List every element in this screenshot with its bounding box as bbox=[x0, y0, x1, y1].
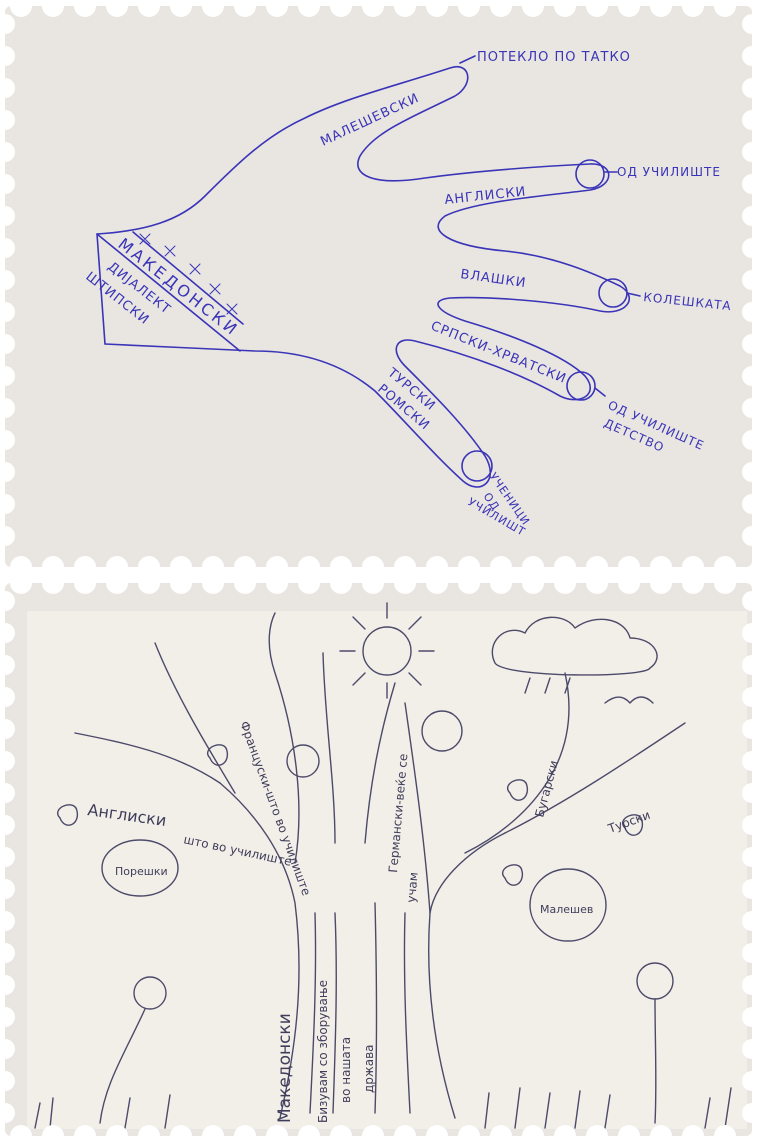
hand-drawing: МАКЕДОНСКИ ДИЈАЛЕКТ ШТИПСКИ МАЛЕШЕВСКИ П… bbox=[5, 6, 752, 567]
trunk-note-2: во нашата bbox=[339, 1037, 353, 1103]
trunk-note-3: држава bbox=[362, 1044, 376, 1093]
flower-right-stem bbox=[655, 999, 656, 1123]
hand-drawing-panel: МАКЕДОНСКИ ДИЈАЛЕКТ ШТИПСКИ МАЛЕШЕВСКИ П… bbox=[5, 6, 752, 567]
finger-3-source: КОЛЕШКАТА bbox=[643, 290, 733, 313]
trunk-note-1: Бизувам со зборување bbox=[316, 980, 330, 1123]
tree-drawing-panel: Македонски Бизувам со зборување во нашат… bbox=[5, 583, 752, 1136]
pointer-1 bbox=[460, 56, 475, 63]
tree-drawing: Македонски Бизувам со зборување во нашат… bbox=[5, 583, 752, 1136]
finger-1-source: ПОТЕКЛО ПО ТАТКО bbox=[477, 50, 631, 65]
trunk-label: Македонски bbox=[275, 1013, 295, 1123]
finger-4-label: СРПСКИ-ХРВАТСКИ bbox=[429, 319, 569, 387]
finger-3-label: ВЛАШКИ bbox=[459, 267, 527, 291]
fruit-left-label: Порешки bbox=[115, 865, 168, 878]
finger-2-source: ОД УЧИЛИШТЕ bbox=[617, 165, 721, 179]
fruit-right-label: Малешев bbox=[540, 903, 593, 916]
pointer-4 bbox=[595, 388, 605, 396]
branch-german-note: учам bbox=[404, 872, 421, 904]
